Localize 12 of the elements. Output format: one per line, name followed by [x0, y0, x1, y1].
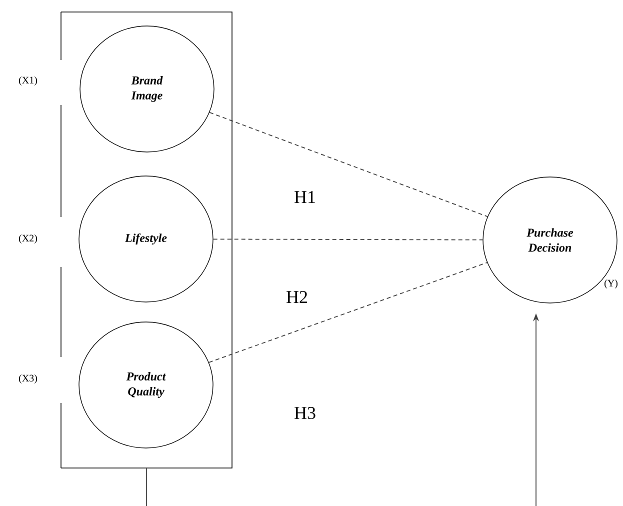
connector-line	[209, 112, 488, 217]
variable-label: (X2)	[19, 234, 37, 244]
connector-line	[146, 468, 147, 506]
connector-line	[212, 238, 484, 240]
variable-label: (X3)	[19, 374, 37, 384]
hypothesis-label: H3	[294, 406, 316, 420]
box-frame	[60, 12, 232, 468]
connector-line	[208, 262, 488, 363]
hypothesis-label: H2	[286, 291, 308, 303]
hypothesis-label: H1	[294, 191, 315, 203]
variable-label: (Y)	[604, 279, 618, 289]
variable-label: (X1)	[19, 76, 37, 86]
